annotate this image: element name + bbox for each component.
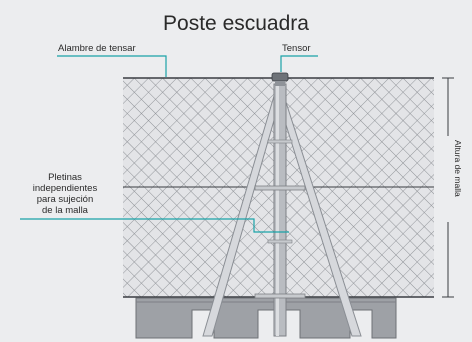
main-post-highlight bbox=[276, 84, 279, 336]
mesh-height-label: Altura de malla bbox=[453, 140, 463, 197]
mesh-plate-middle bbox=[254, 185, 306, 191]
tensor-device bbox=[271, 72, 289, 82]
plates-leader bbox=[20, 218, 289, 233]
tension-wire-label: Alambre de tensar bbox=[58, 43, 136, 54]
plates-label-line1: Pletinas bbox=[48, 172, 82, 183]
mesh-plate-bottom bbox=[254, 293, 306, 299]
plates-label-line3: para sujeción bbox=[37, 194, 94, 205]
tensor-clamp bbox=[275, 81, 285, 86]
diagram-title: Poste escuadra bbox=[163, 12, 309, 35]
tensor-leader bbox=[280, 55, 318, 72]
mesh-plate-upper bbox=[267, 139, 293, 144]
concrete-foundation bbox=[135, 297, 397, 339]
plates-label-line2: independientes bbox=[33, 183, 98, 194]
tension-wire-leader bbox=[57, 55, 167, 77]
mesh-plate-lower bbox=[267, 239, 293, 244]
plates-label-line4: de la malla bbox=[42, 205, 89, 216]
tensor-label: Tensor bbox=[282, 43, 311, 54]
